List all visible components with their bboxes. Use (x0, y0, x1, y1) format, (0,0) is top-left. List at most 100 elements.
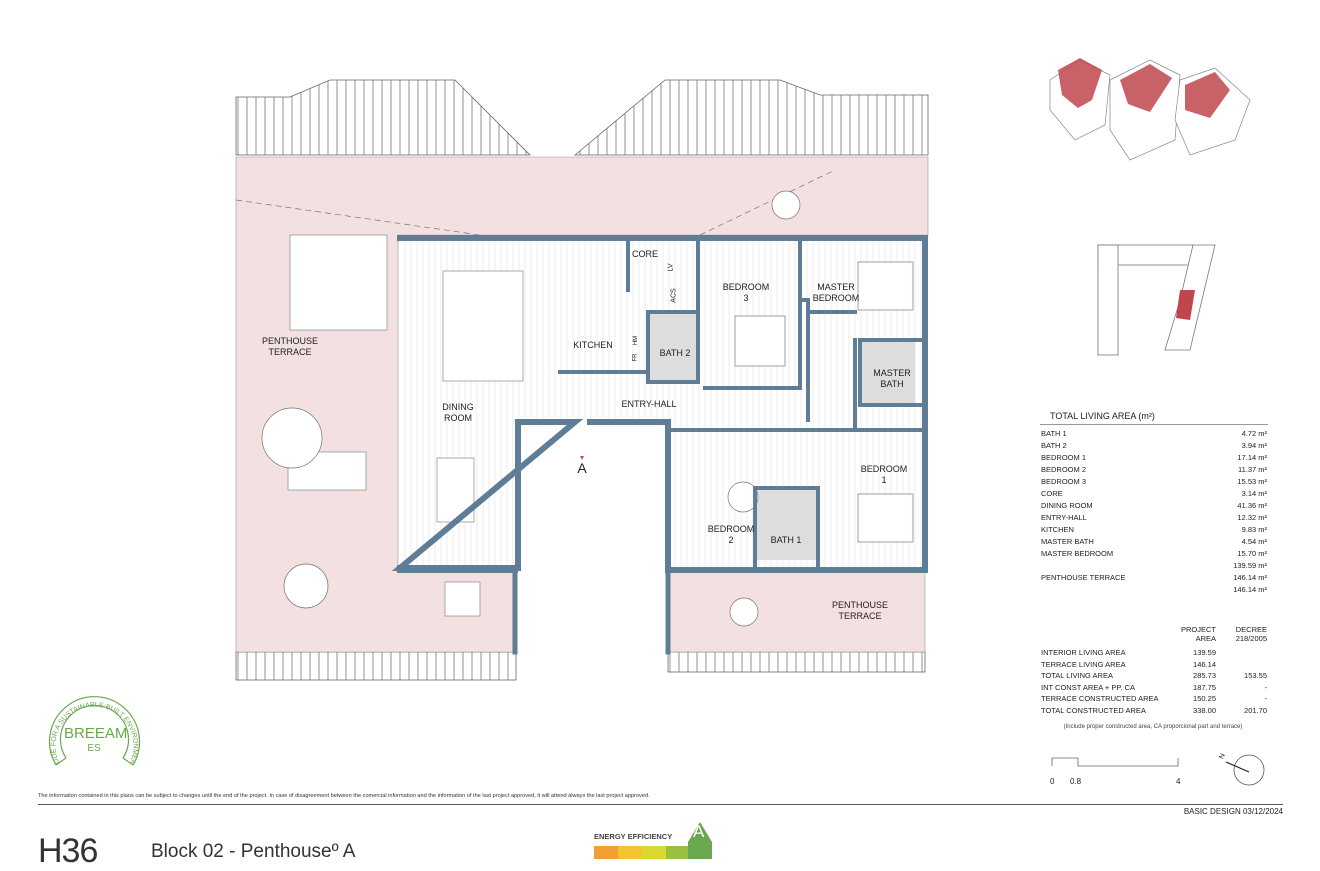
scale-tick: 0 (1050, 777, 1055, 786)
area-row-value: 15.53 m² (1237, 477, 1267, 486)
summary-row: TERRACE LIVING AREA 146.14 (1041, 659, 1267, 671)
area-row-value: 9.83 m² (1241, 525, 1267, 534)
area-row-name: BATH 2 (1041, 441, 1067, 450)
area-row: CORE 3.14 m² (1041, 488, 1267, 500)
summary-header (1041, 625, 1171, 647)
room-label-lv: LV (667, 263, 675, 272)
room-label-core: CORE (631, 249, 659, 259)
area-row: KITCHEN 9.83 m² (1041, 524, 1267, 536)
breeam-sub: ES (87, 743, 101, 754)
area-row-name: BEDROOM 1 (1041, 453, 1087, 462)
area-row-name: BEDROOM 2 (1041, 465, 1087, 474)
room-label-dining-room: DINING ROOM (442, 402, 474, 423)
area-row-value: 11.37 m² (1237, 465, 1267, 474)
area-row-name: MASTER BEDROOM (1041, 549, 1114, 558)
area-row-value: 146.14 m² (1233, 573, 1267, 582)
summary-decree: - (1264, 694, 1268, 703)
room-label-bath-2: BATH 2 (659, 348, 691, 359)
summary-row: TOTAL LIVING AREA 285.73 153.55 (1041, 670, 1267, 682)
room-label-penthouse-terrace-text: PENTHOUSE TERRACE (261, 336, 319, 357)
basic-design-date: BASIC DESIGN 03/12/2024 (1183, 807, 1283, 816)
unit-code: H36 (38, 832, 98, 870)
area-row: BATH 2 3.94 m² (1041, 440, 1267, 452)
area-table-title: TOTAL LIVING AREA (m²) (1050, 411, 1155, 421)
room-label-bedroom-1: BEDROOM 1 (860, 464, 908, 485)
divider (38, 804, 1283, 805)
area-row-name: PENTHOUSE TERRACE (1041, 573, 1126, 582)
unit-title: Block 02 - Penthouseº A (151, 841, 356, 862)
divider (1040, 424, 1268, 425)
summary-decree: - (1264, 682, 1268, 692)
disclaimer: The information contained in this plans … (38, 793, 650, 799)
room-label-fr: FR (632, 353, 639, 362)
room-label-acs: ACS (670, 288, 678, 303)
area-row-value: 17.14 m² (1237, 453, 1267, 462)
summary-decree: 153.55 (1244, 671, 1267, 680)
summary-label: TERRACE CONSTRUCTED AREA (1041, 694, 1159, 703)
area-row-value: 4.54 m² (1241, 537, 1267, 546)
summary-project-area: 146.14 (1193, 659, 1216, 669)
summary-project-area: 187.75 (1193, 682, 1216, 692)
summary-project-area: 139.59 (1193, 648, 1216, 657)
summary-header-project-area: PROJECT AREA (1180, 625, 1216, 643)
area-row: BEDROOM 3 15.53 m² (1041, 476, 1267, 488)
room-label-bedroom-3: BEDROOM 3 (722, 282, 770, 303)
summary-project-area: 285.73 (1193, 671, 1216, 680)
summary-label: TOTAL CONSTRUCTED AREA (1041, 705, 1146, 715)
area-row-name: CORE (1041, 489, 1063, 498)
area-row-value: 3.14 m² (1241, 489, 1267, 498)
breeam-ring-textpath: CODE FOR A SUSTAINABLE BUILT ENVIRONMENT (0, 0, 139, 766)
summary-label: INTERIOR LIVING AREA (1041, 648, 1126, 657)
area-row-name: MASTER BATH (1041, 537, 1094, 546)
area-row-name: ENTRY-HALL (1041, 513, 1087, 522)
building-axonometric (1049, 58, 1251, 161)
summary-decree: 201.70 (1244, 705, 1267, 715)
breeam-logo: CODE FOR A SUSTAINABLE BUILT ENVIRONMENT (0, 0, 141, 766)
room-label-bedroom-2: BEDROOM 2 (707, 524, 755, 545)
summary-label: TERRACE LIVING AREA (1041, 659, 1126, 669)
breeam-ring-text: CODE FOR A SUSTAINABLE BUILT ENVIRONMENT (0, 0, 139, 766)
energy-label: ENERGY EFFICIENCY (594, 832, 673, 841)
area-row-name: KITCHEN (1041, 525, 1074, 534)
summary-label: TOTAL LIVING AREA (1041, 671, 1113, 680)
area-row: MASTER BEDROOM 15.70 m² (1041, 548, 1267, 560)
area-row: 139.59 m² (1041, 560, 1267, 572)
area-row-value: 139.59 m² (1233, 561, 1267, 570)
area-row-value: 12.32 m² (1237, 513, 1267, 522)
summary-decree (1216, 647, 1267, 659)
room-label-master-bedroom: MASTER BEDROOM (812, 282, 860, 303)
area-row-name: BEDROOM 3 (1041, 477, 1087, 486)
area-row: PENTHOUSE TERRACE 146.14 m² (1041, 572, 1267, 584)
scale-bar (1051, 757, 1179, 767)
breeam-name: BREEAM (64, 725, 128, 742)
area-row-value: 3.94 m² (1241, 441, 1267, 450)
scale-tick: 0.8 (1070, 777, 1082, 786)
entry-marker: A (577, 460, 587, 476)
summary-header-decree: DECREE 218/2005 (1235, 625, 1267, 643)
walls (391, 235, 928, 655)
area-row: BEDROOM 2 11.37 m² (1041, 464, 1267, 476)
summary-row: INTERIOR LIVING AREA 139.59 (1041, 647, 1267, 659)
terrace-area (235, 156, 929, 653)
area-row-value: 4.72 m² (1241, 429, 1267, 438)
area-row-value: 41.36 m² (1237, 501, 1267, 510)
energy-grade: A (693, 822, 705, 841)
room-label-entry-hall: ENTRY-HALL (621, 399, 677, 409)
room-label-penthouse-terrace: PENTHOUSE TERRACE (262, 336, 318, 358)
summary-project-area: 338.00 (1193, 705, 1216, 715)
room-label-master-bath: MASTER BATH (873, 368, 911, 390)
north-arrow-icon (1225, 754, 1265, 786)
summary-table: PROJECT AREA DECREE 218/2005 INTERIOR LI… (1041, 625, 1267, 716)
entry-arrow-icon (580, 456, 584, 460)
scale-tick: 4 (1176, 777, 1181, 786)
area-row: 146.14 m² (1041, 584, 1267, 596)
area-row-value: 15.70 m² (1237, 549, 1267, 558)
key-plan (1097, 244, 1216, 356)
